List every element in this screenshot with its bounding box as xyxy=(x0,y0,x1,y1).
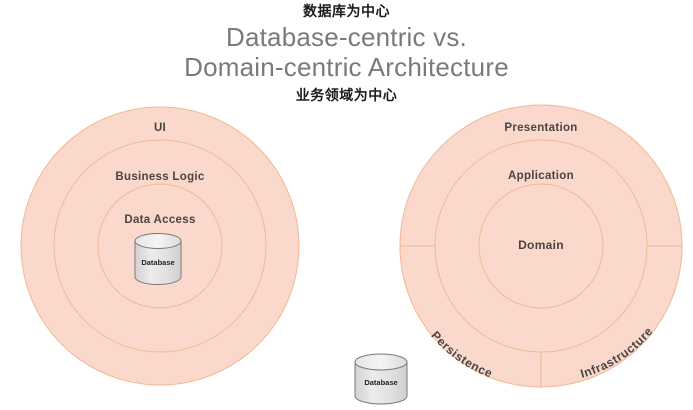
ring-label-ui: UI xyxy=(154,122,166,134)
database-cylinder-external[interactable]: Database xyxy=(354,353,408,405)
database-centric-diagram: UI Business Logic Data Access Database xyxy=(20,106,300,386)
domain-centric-diagram: Presentation Application Domain Persiste… xyxy=(399,104,683,388)
database-cylinder-center[interactable]: Database xyxy=(134,233,182,285)
cylinder-top xyxy=(134,233,182,249)
cylinder-top xyxy=(354,353,408,371)
ring-domain[interactable] xyxy=(478,183,604,309)
chinese-annotation-domain-centric: 业务领域为中心 xyxy=(295,88,398,104)
page-title: Database-centric vs. Domain-centric Arch… xyxy=(0,22,693,82)
ring-label-domain: Domain xyxy=(518,238,564,252)
cylinder-body xyxy=(354,361,408,405)
ring-label-data-access: Data Access xyxy=(124,214,195,226)
ring-label-presentation: Presentation xyxy=(504,122,577,134)
database-cylinder-label: Database xyxy=(141,258,174,267)
database-cylinder-label: Database xyxy=(364,378,397,387)
cylinder-body xyxy=(134,240,182,285)
title-line-1: Database-centric vs. xyxy=(226,22,467,52)
ring-label-application: Application xyxy=(508,170,574,182)
chinese-annotation-database-centric: 数据库为中心 xyxy=(303,4,390,20)
title-line-2: Domain-centric Architecture xyxy=(184,52,509,82)
ring-label-business-logic: Business Logic xyxy=(115,171,204,183)
